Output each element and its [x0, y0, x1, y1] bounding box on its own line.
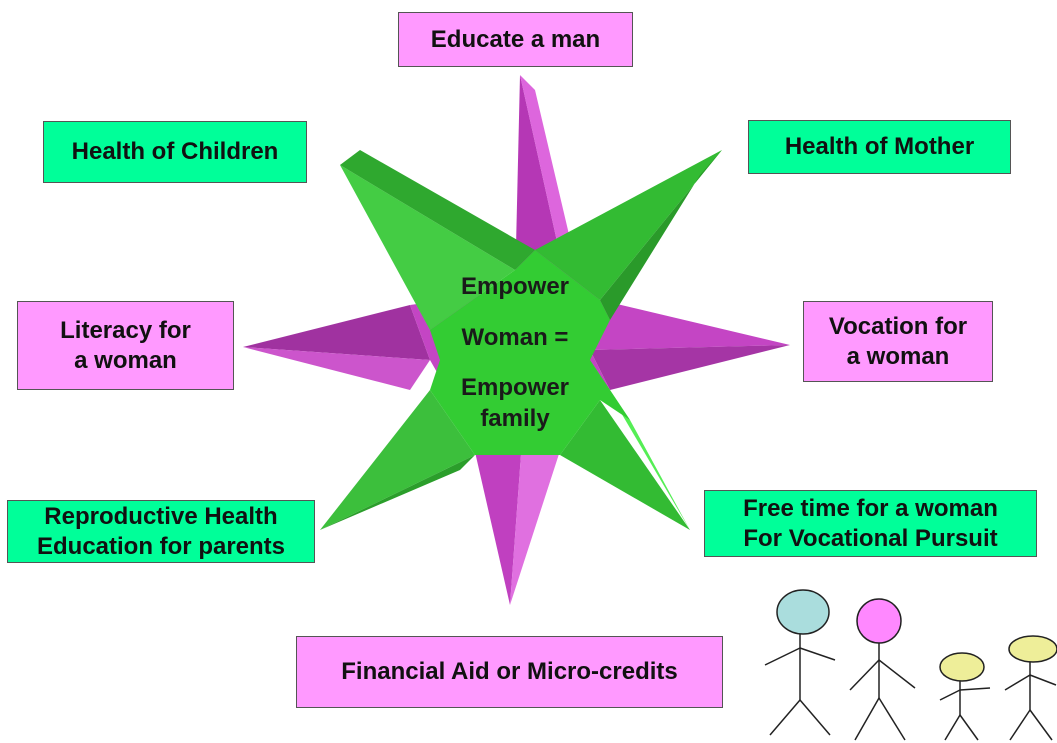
health-children-box: Health of Children	[43, 121, 307, 183]
stick-figure-child-2	[1004, 635, 1057, 741]
stick-figure-child-1	[939, 652, 991, 741]
center-text-line-2: Woman =	[461, 324, 569, 351]
literacy-box: Literacy for a woman	[17, 301, 234, 390]
educate-man-box: Educate a man	[398, 12, 633, 67]
vocation-box: Vocation for a woman	[803, 301, 993, 382]
stick-figure-mother	[849, 598, 916, 741]
green-star	[320, 150, 722, 530]
stick-figure-father	[764, 589, 836, 736]
reproductive-health-box: Reproductive Health Education for parent…	[7, 500, 315, 563]
health-mother-box: Health of Mother	[748, 120, 1011, 174]
center-text-line-1: Empower	[460, 273, 570, 300]
financial-aid-box: Financial Aid or Micro-credits	[296, 636, 723, 708]
free-time-box: Free time for a woman For Vocational Pur…	[704, 490, 1037, 557]
center-text-line-4: family	[480, 405, 550, 432]
center-text-line-3: Empower	[460, 374, 570, 401]
